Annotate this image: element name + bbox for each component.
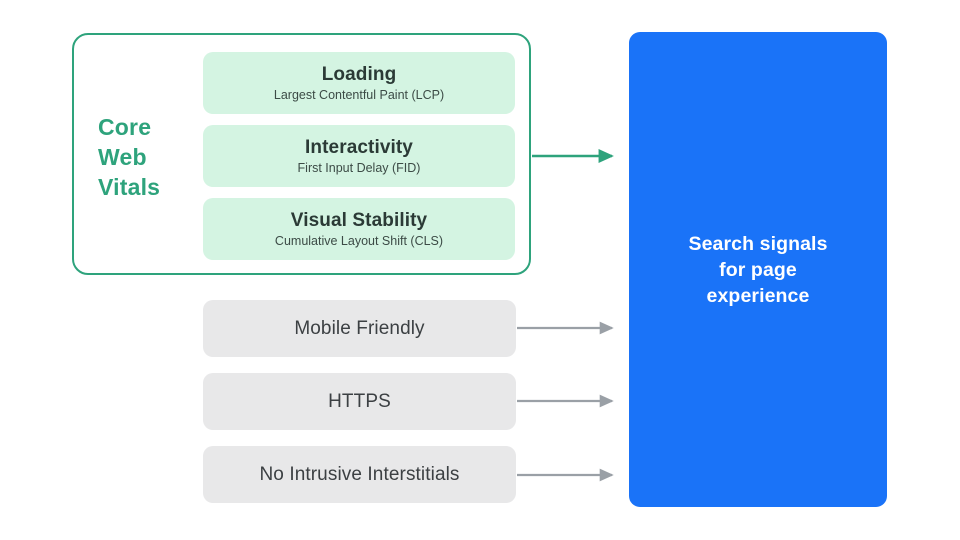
signal-label-https: HTTPS: [328, 390, 391, 412]
vital-title-visual-stability: Visual Stability: [290, 209, 428, 231]
vital-title-interactivity: Interactivity: [305, 136, 413, 158]
vital-subtitle-visual-stability: Cumulative Layout Shift (CLS): [274, 233, 444, 248]
outcome-box-search-signals: Search signals for page experience: [629, 32, 887, 507]
vital-subtitle-interactivity: First Input Delay (FID): [297, 160, 421, 175]
vital-card-visual-stability: Visual Stability Cumulative Layout Shift…: [203, 198, 515, 260]
vital-subtitle-loading: Largest Contentful Paint (LCP): [273, 87, 445, 102]
signal-label-no-intrusive-interstitials: No Intrusive Interstitials: [259, 463, 460, 485]
signal-label-mobile-friendly: Mobile Friendly: [294, 317, 425, 339]
outcome-label: Search signals for page experience: [688, 232, 828, 307]
vital-title-loading: Loading: [321, 63, 397, 85]
core-web-vitals-label: Core Web Vitals: [98, 114, 161, 200]
signal-card-no-intrusive-interstitials: No Intrusive Interstitials: [203, 446, 516, 503]
vital-card-interactivity: Interactivity First Input Delay (FID): [203, 125, 515, 187]
signal-card-https: HTTPS: [203, 373, 516, 430]
signal-card-mobile-friendly: Mobile Friendly: [203, 300, 516, 357]
vital-card-loading: Loading Largest Contentful Paint (LCP): [203, 52, 515, 114]
